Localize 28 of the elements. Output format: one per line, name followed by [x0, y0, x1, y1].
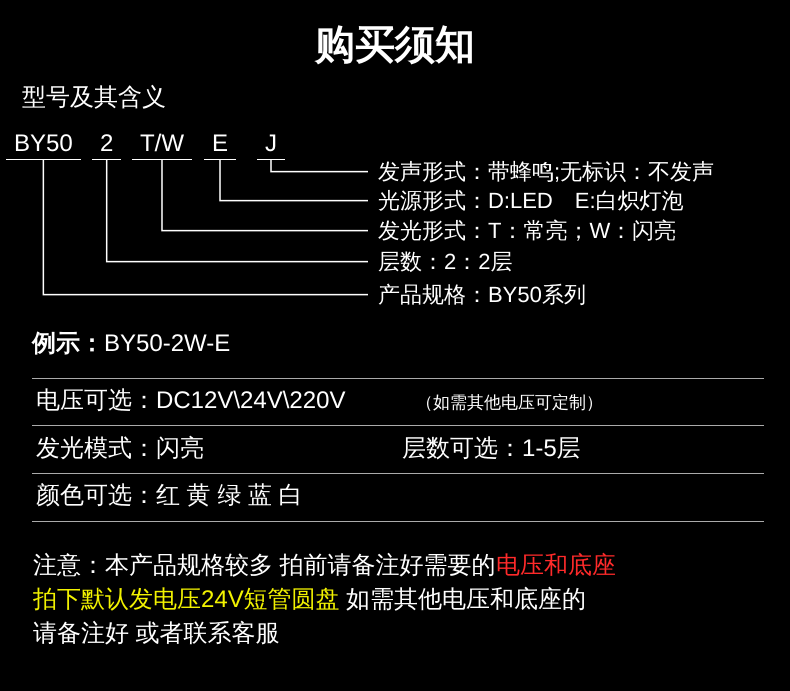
- model-code-part: E: [204, 130, 236, 160]
- code-meaning: 发光形式：T：常亮；W：闪亮: [378, 218, 676, 244]
- spec-text: 电压可选：DC12V\24V\220V: [36, 387, 346, 415]
- leader-line: [219, 160, 368, 202]
- code-meaning: 产品规格：BY50系列: [378, 282, 586, 308]
- model-code-part: J: [257, 130, 285, 160]
- code-meaning: 发声形式：带蜂鸣;无标识：不发声: [378, 159, 714, 184]
- leader-line: [42, 160, 368, 296]
- note-text: 注意：本产品规格较多 拍前请备注好需要的: [33, 552, 496, 580]
- note-text: 拍下默认发电压24V短管圆盘: [33, 586, 340, 614]
- model-code-part: T/W: [132, 130, 192, 160]
- model-code-part: 2: [92, 130, 122, 160]
- section-heading: 型号及其含义: [22, 84, 166, 112]
- code-meaning: 层数：2：2层: [378, 249, 512, 274]
- note-text: 电压和底座: [496, 552, 616, 580]
- leader-line: [161, 160, 368, 232]
- note-text: 请备注好 或者联系客服: [33, 620, 280, 648]
- leader-line: [106, 160, 368, 262]
- note-text: 如需其他电压和底座的: [346, 586, 586, 614]
- model-code-part: BY50: [6, 130, 81, 160]
- leader-line: [270, 160, 368, 172]
- spec-text: 层数可选：1-5层: [402, 435, 581, 463]
- example-text: 例示：BY50-2W-E: [32, 330, 230, 358]
- spec-note: （如需其他电压可定制）: [416, 393, 603, 413]
- title: 购买须知: [314, 22, 476, 68]
- spec-text: 发光模式：闪亮: [36, 435, 204, 463]
- spec-text: 颜色可选：红 黄 绿 蓝 白: [36, 482, 303, 510]
- code-meaning: 光源形式：D:LED E:白炽灯泡: [378, 188, 684, 214]
